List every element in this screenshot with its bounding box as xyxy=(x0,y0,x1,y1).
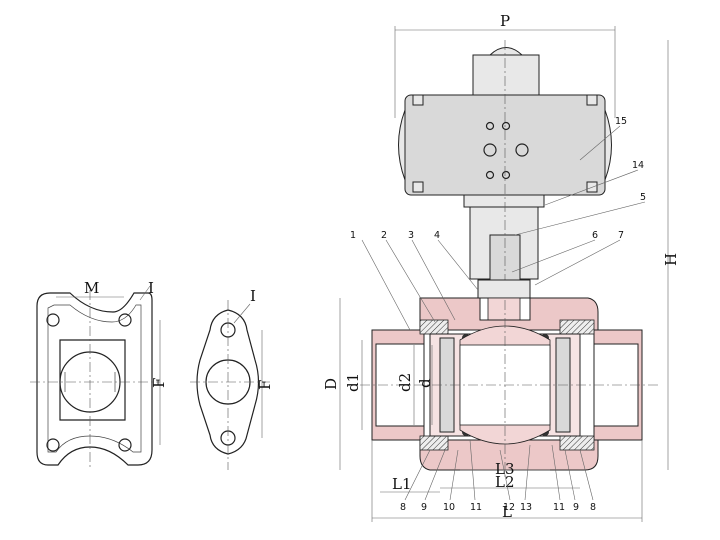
part-number: 9 xyxy=(573,502,579,513)
dim-label-H: H xyxy=(662,253,680,266)
dim-label-D: D xyxy=(322,378,340,390)
part-number: 11 xyxy=(470,502,482,513)
part-number: 5 xyxy=(640,192,646,203)
dim-label-P: P xyxy=(500,12,510,30)
dim-label-L1: L1 xyxy=(392,475,412,493)
part-number: 8 xyxy=(400,502,406,513)
label-I: I xyxy=(250,287,256,305)
flange-plate-view: M I F xyxy=(30,279,168,470)
actuator-top-boss xyxy=(472,54,540,96)
dim-label-L3: L3 xyxy=(495,460,515,478)
bolt-hole xyxy=(46,313,60,327)
part-number: 8 xyxy=(590,502,596,513)
dim-label-d2: d2 xyxy=(396,373,414,392)
part-number: 13 xyxy=(520,502,532,513)
valve-body-top xyxy=(419,297,599,331)
dim-label-M: M xyxy=(84,279,99,297)
part-number: 10 xyxy=(443,502,455,513)
label-I: I xyxy=(148,279,154,297)
dim-label-L: L xyxy=(502,503,512,521)
part-number: 6 xyxy=(592,230,598,241)
dim-label-L2: L2 xyxy=(495,473,515,491)
part-number: 11 xyxy=(553,502,565,513)
part-number: 2 xyxy=(381,230,387,241)
part-number: 12 xyxy=(503,502,515,513)
valve-stem xyxy=(487,297,521,321)
part-number: 15 xyxy=(615,116,627,127)
bolt-hole xyxy=(118,438,132,452)
dim-label-d1: d1 xyxy=(344,373,362,392)
part-number: 4 xyxy=(434,230,440,241)
dim-label-d: d xyxy=(416,378,434,388)
bracket-view: I F xyxy=(190,287,274,470)
part-number: 7 xyxy=(618,230,624,241)
part-number: 9 xyxy=(421,502,427,513)
dim-label-F: F xyxy=(256,380,274,390)
part-number: 1 xyxy=(350,230,356,241)
bolt-hole xyxy=(46,438,60,452)
bolt-hole xyxy=(118,313,132,327)
part-number: 14 xyxy=(632,160,644,171)
part-number: 3 xyxy=(408,230,414,241)
dim-label-F: F xyxy=(150,378,168,388)
ball-valve-section: P H D d1 d2 d L L1 L2 L3 xyxy=(322,12,680,522)
